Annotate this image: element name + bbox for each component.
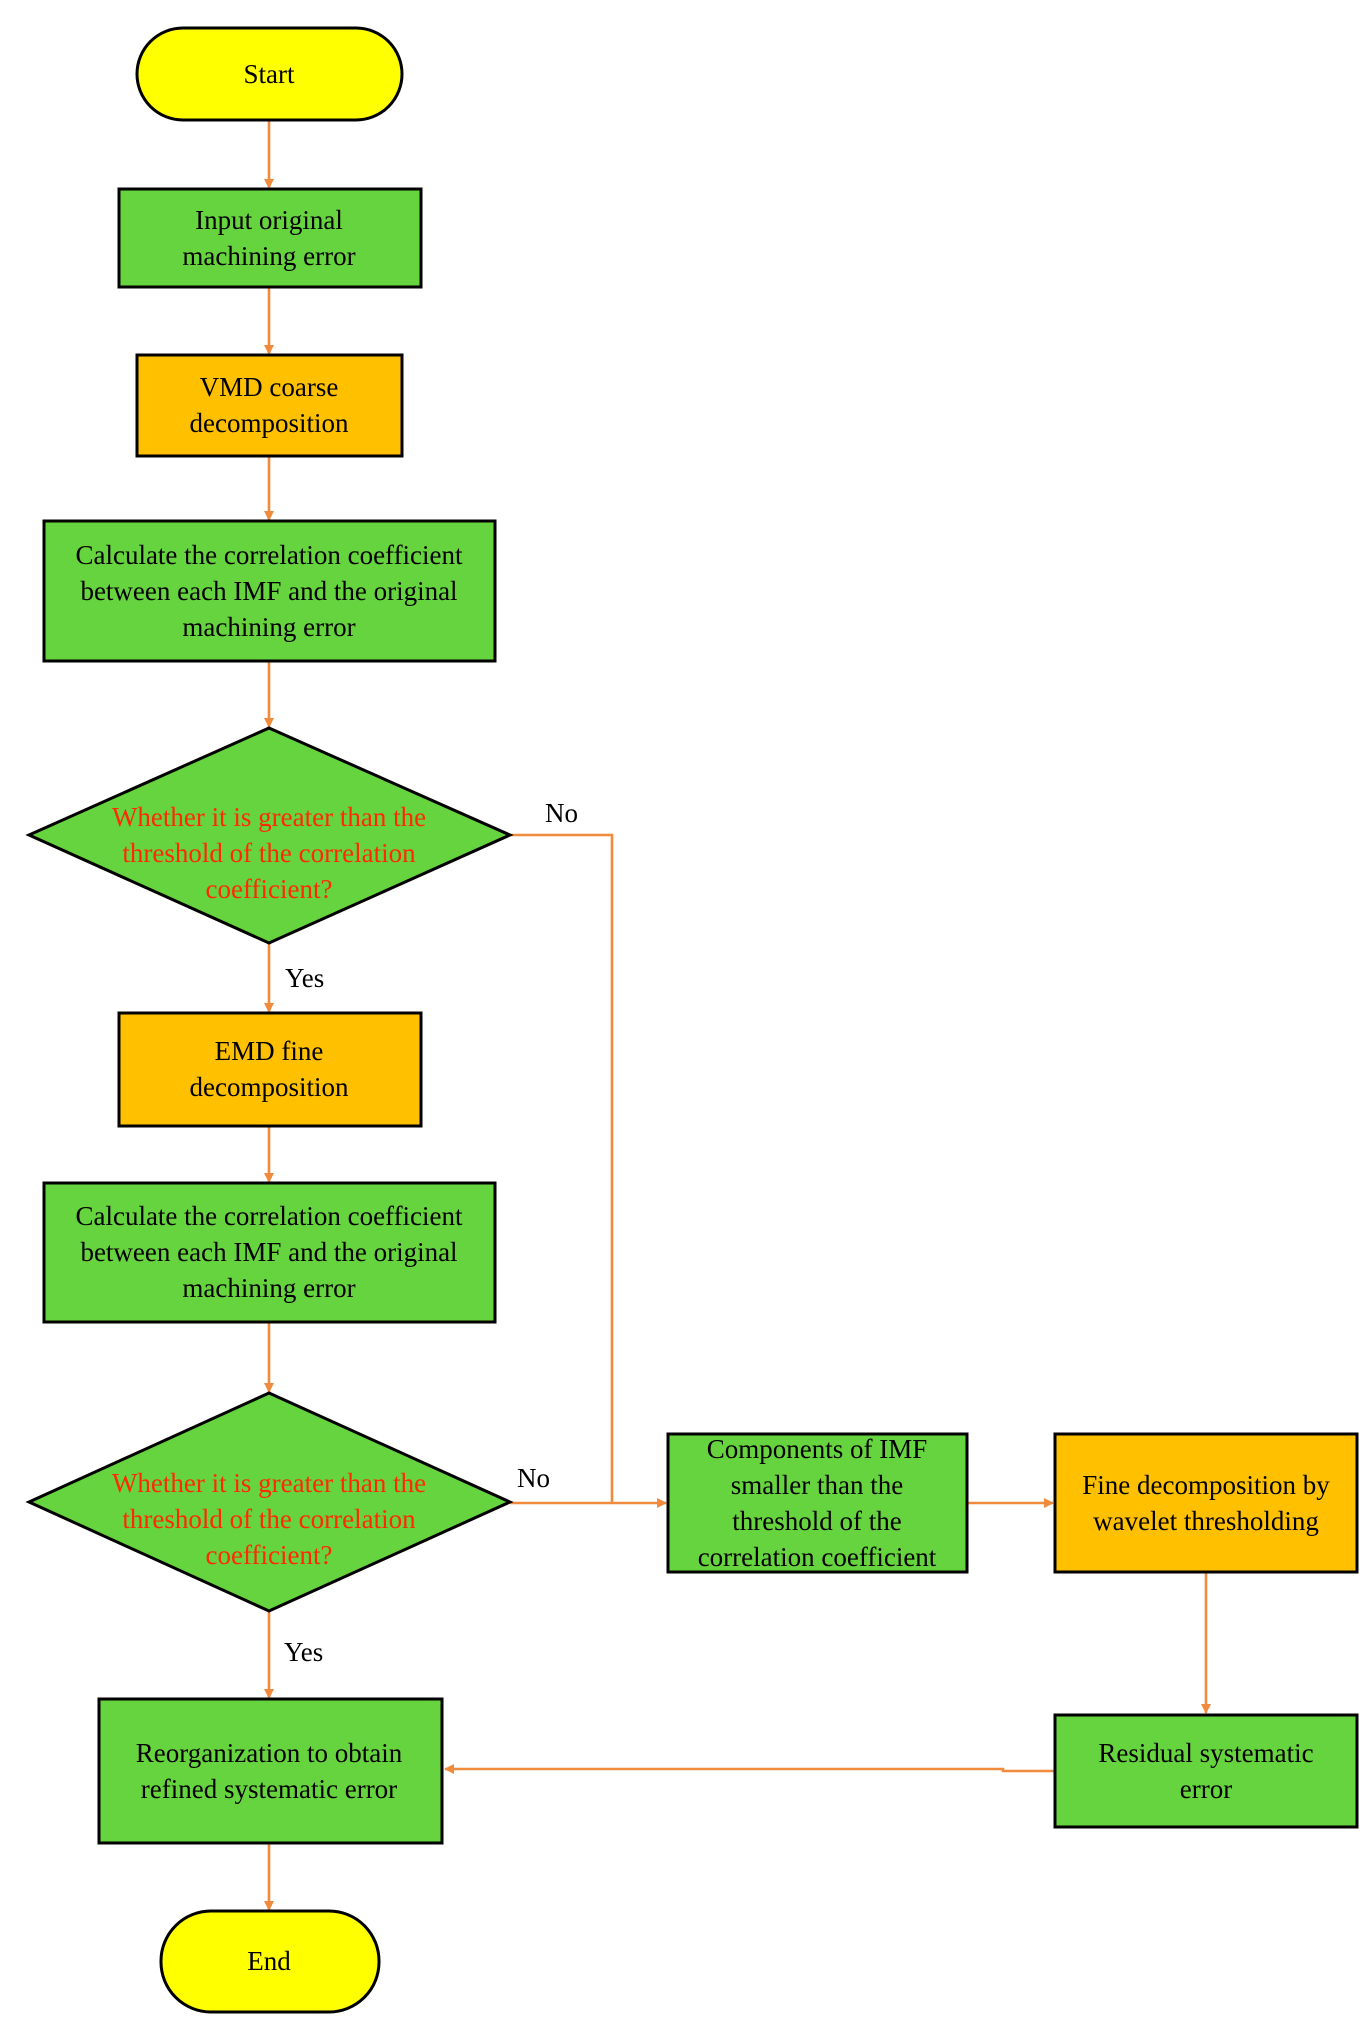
edge-residual-reorg — [444, 1764, 1054, 1774]
threshold-decision-2: Whether it is greater than the threshold … — [25, 1391, 514, 1613]
wavelet-threshold-node: Fine decomposition by wavelet thresholdin… — [1053, 1432, 1359, 1574]
svg-text:End: End — [247, 1946, 291, 1976]
node-label-line: machining error — [182, 612, 355, 642]
end-terminal: End — [159, 1909, 381, 2014]
node-label-line: smaller than the — [731, 1470, 903, 1500]
node-label-line: Whether it is greater than the — [112, 802, 426, 832]
node-label-line: End — [247, 1946, 291, 1976]
correlation-calc-node-1: Calculate the correlation coefficient bet… — [42, 519, 497, 663]
node-label-line: Components of IMF — [707, 1434, 928, 1464]
decision2-no-label: No — [517, 1463, 550, 1493]
svg-text:Calculate the correlation coef: Calculate the correlation coefficient bet… — [75, 540, 463, 642]
node-label-line: VMD coarse — [200, 372, 339, 402]
node-label-line: Reorganization to obtain — [136, 1738, 403, 1768]
node-label-line: Whether it is greater than the — [112, 1468, 426, 1498]
input-error-node: Input original machining error — [117, 187, 423, 289]
decision2-yes-label: Yes — [284, 1637, 323, 1667]
node-label-line: Calculate the correlation coefficient — [75, 540, 463, 570]
node-label-line: EMD fine — [215, 1036, 324, 1066]
node-label-line: wavelet thresholding — [1093, 1506, 1319, 1536]
emd-fine-node: EMD fine decomposition — [117, 1011, 423, 1128]
svg-text:Whether it is greater than the: Whether it is greater than the threshold … — [112, 802, 426, 904]
vmd-coarse-node: VMD coarse decomposition — [135, 353, 404, 458]
node-label-line: decomposition — [190, 408, 349, 438]
node-label-line: Fine decomposition by — [1082, 1470, 1330, 1500]
node-label-line: threshold of the — [732, 1506, 901, 1536]
node-label-line: refined systematic error — [141, 1774, 397, 1804]
node-label-line: Calculate the correlation coefficient — [75, 1201, 463, 1231]
start-terminal: Start — [135, 26, 404, 122]
node-label-line: coefficient? — [206, 874, 333, 904]
node-label-line: Start — [244, 59, 295, 89]
node-label-line: correlation coefficient — [698, 1542, 937, 1572]
node-label-line: threshold of the correlation — [122, 1504, 416, 1534]
svg-text:Whether it is greater than the: Whether it is greater than the threshold … — [112, 1468, 426, 1570]
node-label-line: machining error — [182, 1273, 355, 1303]
decision1-yes-label: Yes — [285, 963, 324, 993]
node-label-line: Input original — [195, 205, 343, 235]
threshold-decision-1: Whether it is greater than the threshold … — [25, 726, 514, 945]
node-label-line: between each IMF and the original — [80, 576, 457, 606]
node-label-line: between each IMF and the original — [80, 1237, 457, 1267]
node-label-line: threshold of the correlation — [122, 838, 416, 868]
residual-error-node: Residual systematic error — [1053, 1713, 1359, 1829]
connectors — [264, 120, 1211, 1911]
components-below-threshold-node: Components of IMF smaller than the thresho… — [666, 1432, 969, 1574]
node-label-line: error — [1180, 1774, 1232, 1804]
node-label-line: Residual systematic — [1098, 1738, 1313, 1768]
node-label-line: machining error — [182, 241, 355, 271]
svg-text:Calculate the correlation coef: Calculate the correlation coefficient bet… — [75, 1201, 463, 1303]
node-label-line: decomposition — [190, 1072, 349, 1102]
node-label-line: coefficient? — [206, 1540, 333, 1570]
svg-text:Start: Start — [244, 59, 295, 89]
edge-decision1-no — [510, 833, 614, 1503]
reorganization-node: Reorganization to obtain refined systemat… — [97, 1697, 444, 1845]
correlation-calc-node-2: Calculate the correlation coefficient bet… — [42, 1181, 497, 1324]
decision1-no-label: No — [545, 798, 578, 828]
